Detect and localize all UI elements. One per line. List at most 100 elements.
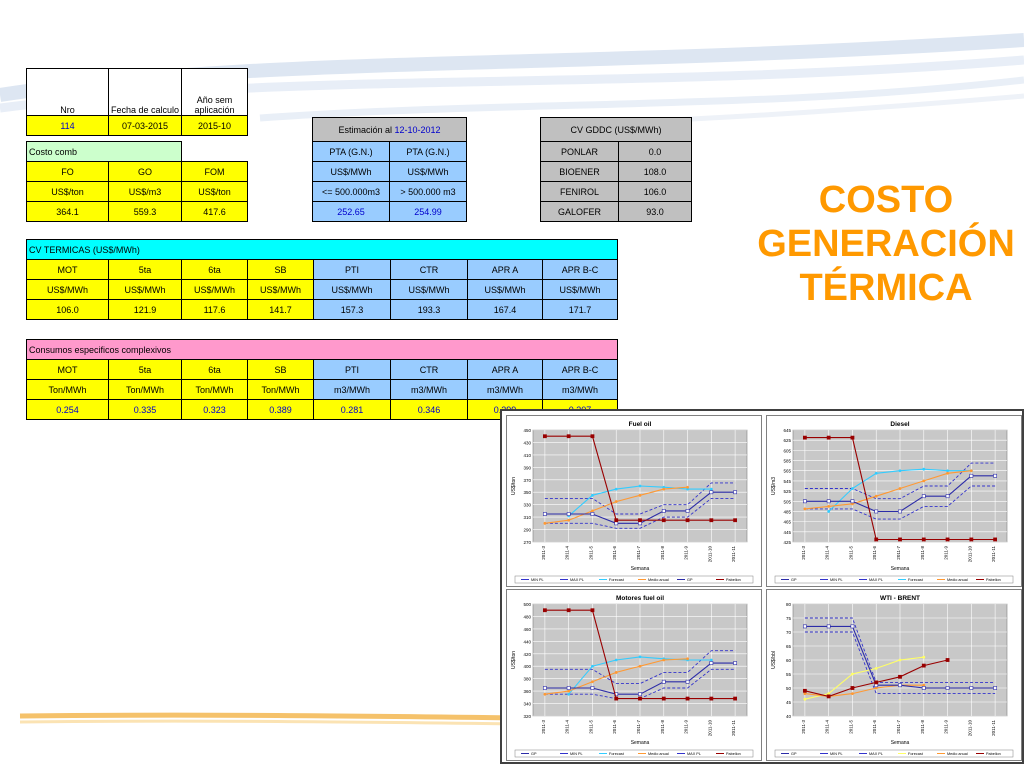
x-tick-label: 2011-9: [684, 720, 689, 734]
consumos-value: 0.323: [181, 399, 248, 420]
x-tick-label: 2011-4: [565, 720, 570, 734]
estimacion-label: Estimación al: [338, 124, 392, 135]
consumos-unit: m3/MWh: [313, 379, 391, 400]
cv-termicas-value: 106.0: [26, 299, 109, 320]
consumos-header: APR B-C: [541, 359, 619, 380]
y-tick-label: 645: [783, 428, 791, 433]
y-tick-label: 565: [783, 469, 791, 474]
y-tick-label: 320: [523, 714, 531, 719]
cv-termicas-unit: US$/MWh: [467, 279, 543, 300]
legend-box: [514, 575, 754, 584]
estimacion-table: Estimación al 12-10-2012 PTA (G.N.) PTA …: [312, 117, 467, 222]
data-point: [826, 499, 831, 504]
y-tick-label: 525: [783, 489, 791, 494]
cv-termicas-header: 5ta: [108, 259, 182, 280]
consumos-header: 5ta: [108, 359, 182, 380]
y-tick-label: 445: [783, 530, 791, 535]
data-point: [590, 512, 595, 516]
data-point: [685, 679, 690, 684]
data-point: [543, 692, 547, 696]
chart-title: Diesel: [890, 421, 909, 428]
cv-gddc-value: 0.0: [617, 141, 693, 162]
legend-label: MIN PL: [570, 752, 583, 756]
cv-gddc-value: 106.0: [617, 181, 693, 202]
y-tick-label: 370: [523, 478, 531, 483]
consumos-value: 0.254: [26, 399, 109, 420]
y-tick-label: 50: [786, 686, 792, 691]
data-point: [661, 518, 666, 523]
x-axis-label: Semana: [891, 566, 910, 572]
x-axis-label: Semana: [631, 740, 650, 746]
data-point: [921, 537, 926, 542]
y-tick-label: 310: [523, 515, 531, 520]
consumos-unit: Ton/MWh: [108, 379, 182, 400]
consumos-value: 0.335: [108, 399, 182, 420]
data-point: [686, 657, 689, 661]
legend-label: Forecast: [908, 578, 924, 582]
x-axis-label: Semana: [891, 740, 910, 746]
x-tick-label: 2011-6: [872, 546, 877, 560]
data-point: [921, 494, 926, 499]
slide-title: COSTO GENERACIÓN TÉRMICA: [748, 178, 1024, 310]
cv-termicas-header: CTR: [390, 259, 468, 280]
legend-label: MAX PL: [687, 752, 701, 756]
legend-label: Pabellon: [986, 578, 1001, 582]
series-line: [804, 470, 972, 510]
data-point: [614, 521, 619, 526]
data-point: [590, 434, 595, 439]
data-point: [567, 689, 571, 693]
data-point: [685, 518, 690, 523]
data-point: [922, 467, 926, 471]
x-tick-label: 2011-4: [565, 546, 570, 560]
data-point: [922, 655, 926, 659]
y-tick-label: 505: [783, 499, 791, 504]
data-point: [591, 509, 594, 513]
cv-termicas-unit: US$/MWh: [247, 279, 314, 300]
series-line: [804, 631, 996, 695]
data-point: [827, 504, 831, 508]
cv-gddc-name: BIOENER: [540, 161, 619, 182]
costo-comb-unit: US$/ton: [26, 181, 109, 202]
data-point: [662, 658, 666, 662]
y-tick-label: 485: [783, 509, 791, 514]
x-tick-label: 2011-9: [944, 546, 949, 560]
cv-termicas-header: APR A: [467, 259, 543, 280]
cv-termicas-value: 141.7: [247, 299, 314, 320]
legend-label: MIN PL: [830, 752, 843, 756]
y-tick-label: 70: [786, 630, 792, 635]
cv-termicas-unit: US$/MWh: [313, 279, 391, 300]
legend-label: MIN PL: [830, 578, 843, 582]
data-point: [590, 686, 595, 690]
x-tick-label: 2011-10: [967, 546, 972, 563]
y-tick-label: 350: [523, 490, 531, 495]
legend-label: Forecast: [609, 752, 625, 756]
data-point: [826, 624, 831, 629]
cv-termicas-header: PTI: [313, 259, 391, 280]
y-axis-label: US$/bbl: [771, 651, 777, 669]
data-point: [945, 537, 950, 542]
legend-box: [514, 749, 754, 758]
header-col-ano: Año sem aplicación: [181, 68, 248, 116]
x-tick-label: 2011-10: [967, 720, 972, 737]
cv-gddc-name: FENIROL: [540, 181, 619, 202]
x-tick-label: 2011-10: [707, 546, 712, 563]
consumos-value: 0.346: [390, 399, 468, 420]
estimacion-value: 254.99: [389, 201, 467, 222]
costo-comb-value: 559.3: [108, 201, 182, 222]
cv-termicas-header: MOT: [26, 259, 109, 280]
x-tick-label: 2011-8: [920, 720, 925, 734]
x-tick-label: 2011-11: [731, 720, 736, 736]
consumos-unit: Ton/MWh: [247, 379, 314, 400]
data-point: [709, 696, 714, 701]
data-point: [638, 655, 642, 659]
slide-title-line: TÉRMICA: [799, 267, 973, 309]
data-point: [874, 494, 878, 498]
header-fecha-value: 07-03-2015: [108, 115, 182, 136]
chart-svg: 4254454654855055255455655856056256452011…: [771, 421, 1014, 584]
y-tick-label: 60: [786, 658, 792, 663]
y-tick-label: 330: [523, 503, 531, 508]
